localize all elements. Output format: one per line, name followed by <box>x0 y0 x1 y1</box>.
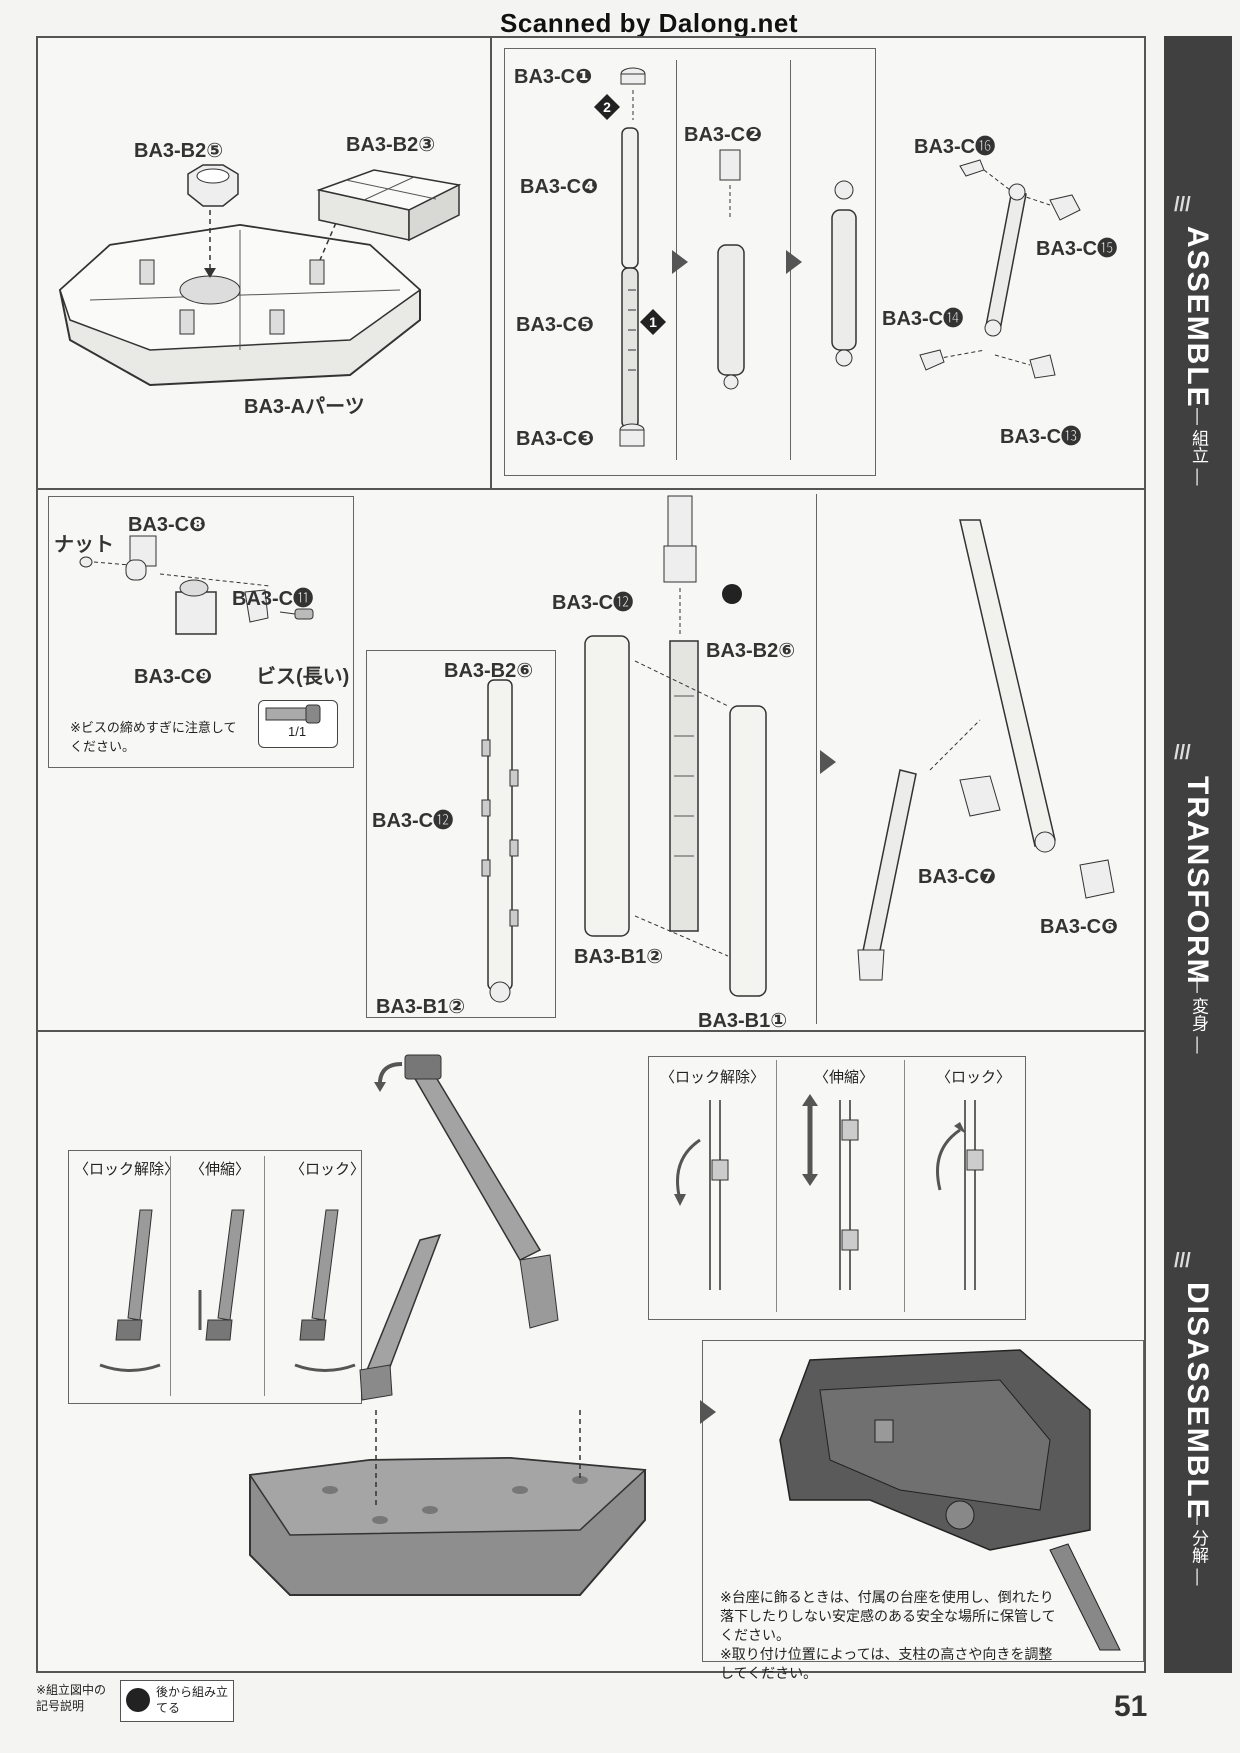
display-caution-1: ※台座に飾るときは、付属の台座を使用し、倒れたり落下したりしない安定感のある安全… <box>720 1589 1056 1643</box>
legend-item-box <box>120 1680 234 1722</box>
label-main-ba3-c12: BA3-C⓬ <box>552 592 634 614</box>
arm-parts-drawing <box>619 67 646 447</box>
joint-assembly-drawing <box>919 159 1081 379</box>
label-main-ba3-b2-6: BA3-B2⑥ <box>706 640 796 662</box>
arrow-right-2 <box>786 250 802 274</box>
label-ba3-c6: BA3-C❻ <box>1040 916 1119 938</box>
sidebar-disassemble-label: DISASSEMBLE <box>1181 1282 1214 1521</box>
arrow-right-1 <box>672 250 688 274</box>
label-ba3-c9: BA3-C❾ <box>134 666 213 688</box>
label-ba3-c13: BA3-C⓭ <box>1000 426 1082 448</box>
display-caution-note: ※台座に飾るときは、付属の台座を使用し、倒れたり落下したりしない安定感のある安全… <box>720 1588 1060 1683</box>
rail-detail-panel <box>366 650 556 1018</box>
label-ba3-b2-5: BA3-B2⑤ <box>134 140 224 162</box>
part-b2-5-nut <box>187 164 239 207</box>
left-label-unlock: 〈ロック解除〉 <box>74 1161 180 1178</box>
lock-left-divider-2 <box>264 1156 265 1396</box>
screw-caution-note: ※ビスの締めすぎに注意してください。 <box>70 720 237 754</box>
arm-step3-drawing <box>831 180 857 367</box>
label-screw-long: ビス(長い) <box>256 666 350 688</box>
legend-title: ※組立図中の記号説明 <box>36 1683 107 1713</box>
label-ba3-c2: BA3-C❷ <box>684 124 763 146</box>
label-ba3-b2-3: BA3-B2③ <box>346 134 436 156</box>
label-ba3-c11: BA3-C⓫ <box>232 588 314 610</box>
label-ba3-c8: BA3-C❽ <box>128 514 207 536</box>
legend-item-label: 後から組み立てる <box>156 1685 229 1715</box>
watermark: Scanned by Dalong.net <box>500 8 798 38</box>
screw-icon <box>265 704 321 724</box>
step2-bottom-rule <box>36 1030 1146 1032</box>
label-ba3-c3: BA3-C❸ <box>516 428 595 450</box>
label-detail-ba3-b1-2: BA3-B1② <box>376 996 466 1018</box>
lock-left-divider-1 <box>170 1156 171 1396</box>
base-assembly-drawing <box>58 189 422 387</box>
sidebar-assemble: /// ASSEMBLE — 組立 — <box>1164 154 1232 514</box>
arm-step2-drawing <box>717 149 745 390</box>
sidebar-transform-label: TRANSFORM <box>1181 776 1214 986</box>
stand-assembled-drawing <box>857 519 1115 981</box>
build-later-icon <box>126 1688 150 1712</box>
sidebar-transform-jp: — 変身 — <box>1189 976 1208 1054</box>
step2-divider <box>816 494 817 1024</box>
left-label-lock: 〈ロック〉 <box>290 1161 366 1178</box>
lock-steps-left-panel <box>68 1150 362 1404</box>
right-label-lock: 〈ロック〉 <box>936 1069 1012 1086</box>
arm-assembly-panel <box>504 48 876 476</box>
label-ba3-c16: BA3-C⓰ <box>914 136 996 158</box>
page-number: 51 <box>1114 1690 1148 1723</box>
step1-divider <box>490 36 492 488</box>
right-label-extend: 〈伸縮〉 <box>814 1069 875 1086</box>
screw-count: 1/1 <box>288 724 307 739</box>
lock-right-divider-2 <box>904 1060 905 1312</box>
disassemble-drawing <box>779 1349 1121 1651</box>
rotate-arrow-icon <box>374 1062 403 1092</box>
sidebar-assemble-jp: — 組立 — <box>1189 408 1208 486</box>
label-main-ba3-b1-1: BA3-B1① <box>698 1010 788 1032</box>
step1-bottom-rule <box>36 488 1146 490</box>
svg-text:2: 2 <box>603 99 611 115</box>
stripe-icon: /// <box>1174 1250 1191 1272</box>
label-detail-ba3-c12: BA3-C⓬ <box>372 810 454 832</box>
left-label-extend: 〈伸縮〉 <box>190 1161 251 1178</box>
sidebar-assemble-label: ASSEMBLE <box>1181 226 1214 409</box>
lock-steps-left-drawing <box>99 1209 356 1372</box>
part-b2-3-box <box>316 169 462 242</box>
sidebar-transform: /// TRANSFORM — 変身 — <box>1164 712 1232 1092</box>
arrow-right-3 <box>820 750 836 774</box>
label-ba3-c7: BA3-C❼ <box>918 866 997 888</box>
svg-text:1: 1 <box>649 314 657 330</box>
arrow-right-4 <box>700 1400 716 1424</box>
sidebar-disassemble-jp: — 分解 — <box>1189 1508 1208 1586</box>
rail-detail-drawing <box>481 679 519 1003</box>
stand-on-base-drawing <box>248 1054 647 1596</box>
label-ba3-c14: BA3-C⓮ <box>882 308 964 330</box>
label-ba3-c15: BA3-C⓯ <box>1036 238 1118 260</box>
label-ba3-c1: BA3-C❶ <box>514 66 593 88</box>
sidebar-disassemble: /// DISASSEMBLE — 分解 — <box>1164 1216 1232 1596</box>
build-later-marker <box>722 584 742 604</box>
screw-inset-panel <box>48 496 354 768</box>
stripe-icon: /// <box>1174 194 1191 216</box>
label-ba3-c4: BA3-C❹ <box>520 176 599 198</box>
disassemble-panel <box>702 1340 1144 1662</box>
label-nut: ナット <box>54 534 114 556</box>
label-ba3-c5: BA3-C❺ <box>516 314 595 336</box>
screw-assembly-drawing <box>79 535 314 635</box>
lock-right-divider-1 <box>776 1060 777 1312</box>
right-label-unlock: 〈ロック解除〉 <box>660 1069 766 1086</box>
section-sidebar: /// ASSEMBLE — 組立 — /// TRANSFORM — 変身 —… <box>1164 36 1232 1673</box>
stripe-icon: /// <box>1174 742 1191 764</box>
label-main-ba3-b1-2: BA3-B1② <box>574 946 664 968</box>
label-detail-ba3-b2-6: BA3-B2⑥ <box>444 660 534 682</box>
rail-assembly-drawing <box>584 495 767 997</box>
display-caution-2: ※取り付け位置によっては、支柱の高さや向きを調整してください。 <box>720 1646 1053 1681</box>
lock-steps-right-drawing <box>674 1094 984 1290</box>
order-marker-1: 1 <box>640 309 666 335</box>
order-marker-2: 2 <box>594 94 620 120</box>
label-ba3-a-parts: BA3-Aパーツ <box>244 396 365 418</box>
lock-steps-right-panel <box>648 1056 1026 1320</box>
